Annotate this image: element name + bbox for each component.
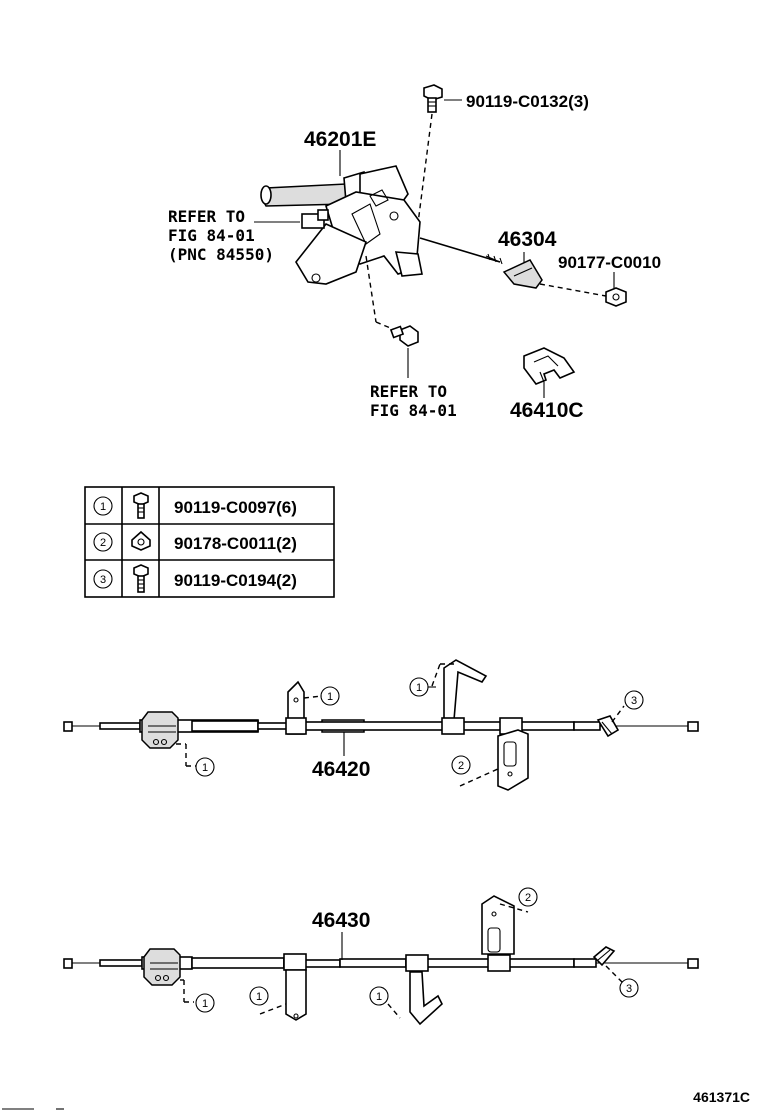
table-row3-part: 90119-C0194(2)	[174, 571, 297, 590]
table-row3-key: 3	[100, 574, 106, 586]
figure-id: 461371C	[693, 1089, 750, 1105]
bolt-icon	[133, 564, 149, 593]
cable-rh-callout-5: 3	[631, 695, 637, 707]
clip-part-label: 46410C	[510, 399, 584, 422]
table-row2-part: 90178-C0011(2)	[174, 534, 297, 553]
cable-lh-callout-3: 1	[376, 991, 382, 1003]
table-row1-key: 1	[100, 501, 106, 513]
cable-rh-callout-1: 1	[327, 691, 333, 703]
top-bolt	[423, 84, 443, 113]
nut-part-label: 90177-C0010	[558, 253, 661, 272]
cable-rh-callout-3: 1	[416, 682, 422, 694]
cable-rh-callout-4: 2	[458, 760, 464, 772]
cable-46420	[63, 659, 699, 791]
bolt-top-label: 90119-C0132(3)	[466, 92, 589, 111]
refer-left-line1: REFER TO	[168, 207, 245, 226]
bolt-icon	[133, 492, 149, 519]
equalizer	[502, 259, 543, 289]
lower-bolt	[389, 325, 419, 347]
table-row1-part: 90119-C0097(6)	[174, 498, 297, 517]
refer-left-line3: (PNC 84550)	[168, 245, 274, 264]
cable-46430	[63, 895, 699, 1026]
lever-part-label: 46201E	[304, 128, 376, 151]
cable-lh-callout-2: 1	[256, 991, 262, 1003]
table-row2-key: 2	[100, 537, 106, 549]
cable-lh-part-label: 46430	[312, 909, 370, 932]
parking-brake-lever	[260, 165, 423, 285]
cable-rh-callout-2: 1	[202, 762, 208, 774]
cable-clip	[523, 347, 576, 385]
cable-lh-callout-1: 1	[202, 998, 208, 1010]
cable-rh-part-label: 46420	[312, 758, 370, 781]
rod-part-label: 46304	[498, 228, 557, 251]
cable-lh-callout-5: 3	[626, 983, 632, 995]
nut-icon	[131, 530, 151, 551]
refer-left-line2: FIG 84-01	[168, 226, 255, 245]
fastener-table: 1 90119-C0097(6) 2 90178-C0011(2) 3 9011…	[84, 486, 335, 598]
cable-lh-callout-4: 2	[525, 892, 531, 904]
nut	[605, 287, 627, 307]
refer-bottom-line1: REFER TO	[370, 382, 447, 401]
refer-bottom-line2: FIG 84-01	[370, 401, 457, 420]
